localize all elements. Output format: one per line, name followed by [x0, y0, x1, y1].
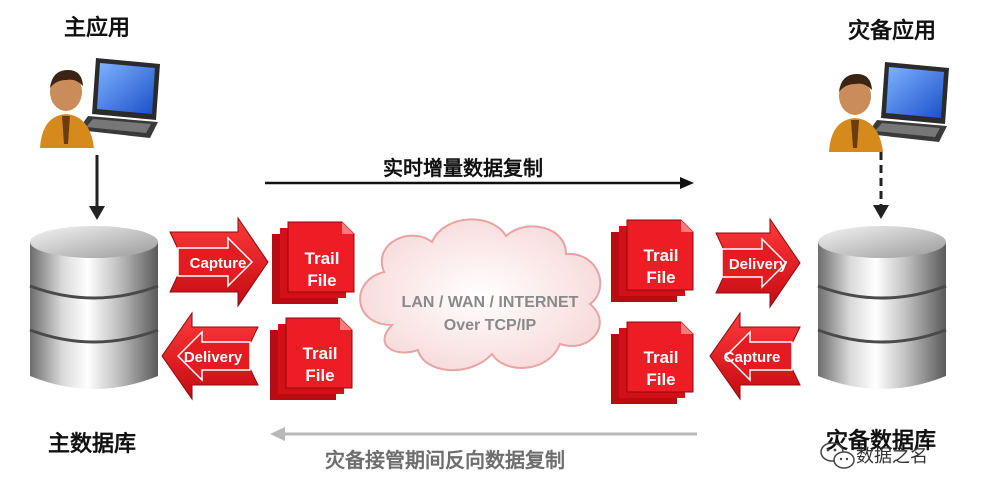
- capture-arrow-left: [169, 216, 269, 308]
- delivery-label-right: Delivery: [729, 256, 788, 273]
- watermark-text: 数据之名: [856, 446, 928, 466]
- trail-file-icon: [270, 317, 353, 400]
- trail-file-label-line2: File: [646, 268, 675, 287]
- standby-db-title: 灾备数据库: [826, 428, 937, 453]
- forward-replication-arrow: [265, 177, 694, 189]
- trail-file-label-line1: Trail: [644, 348, 679, 367]
- trail-file-label-line1: Trail: [305, 249, 340, 268]
- app-to-db-arrow: [89, 155, 105, 220]
- capture-label-right: Capture: [724, 349, 781, 366]
- trail-file-icon: [611, 219, 694, 302]
- user-computer-icon: [829, 62, 949, 152]
- cloud-text-line1: LAN / WAN / INTERNET: [402, 294, 579, 311]
- trail-file-icon: [272, 221, 355, 304]
- cloud-icon: [359, 218, 602, 372]
- trail-file-icon: [611, 321, 694, 404]
- reverse-replication-label: 灾备接管期间反向数据复制: [325, 450, 565, 472]
- delivery-arrow-left: [161, 311, 259, 401]
- database-icon: [817, 226, 947, 389]
- standby-app-title: 灾备应用: [848, 18, 937, 43]
- wechat-icon: [820, 442, 855, 469]
- reverse-replication-arrow: [270, 427, 697, 441]
- capture-arrow-right: [709, 311, 801, 401]
- database-icon: [29, 226, 159, 389]
- trail-file-label-line2: File: [305, 366, 334, 385]
- delivery-arrow-right: [715, 217, 801, 309]
- primary-db-title: 主数据库: [48, 431, 137, 456]
- capture-label-left: Capture: [190, 255, 247, 272]
- trail-file-label-line1: Trail: [303, 344, 338, 363]
- standby-app-to-db-dashed-arrow: [873, 152, 889, 219]
- trail-file-label-line1: Trail: [644, 246, 679, 265]
- user-computer-icon: [40, 58, 160, 148]
- delivery-label-left: Delivery: [184, 349, 243, 366]
- forward-replication-label: 实时增量数据复制: [383, 158, 543, 180]
- primary-app-title: 主应用: [64, 15, 131, 40]
- cloud-text-line2: Over TCP/IP: [444, 317, 537, 334]
- trail-file-label-line2: File: [646, 370, 675, 389]
- trail-file-label-line2: File: [307, 271, 336, 290]
